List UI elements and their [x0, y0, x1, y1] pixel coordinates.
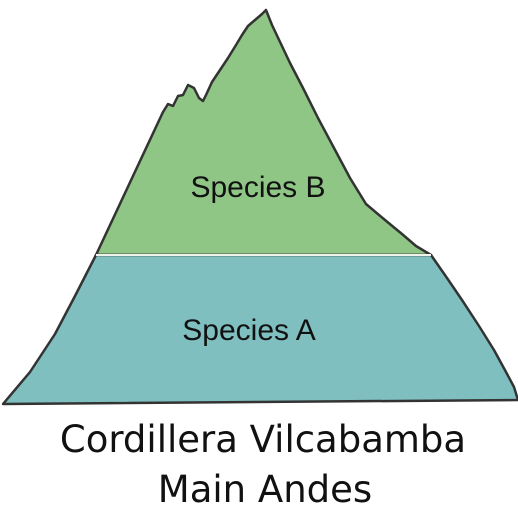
species-b-zone: [96, 10, 431, 255]
caption-line-1: Cordillera Vilcabamba: [60, 418, 466, 461]
caption-line-2: Main Andes: [158, 468, 372, 508]
species-a-label: Species A: [182, 314, 315, 347]
species-b-label: Species B: [190, 171, 325, 204]
